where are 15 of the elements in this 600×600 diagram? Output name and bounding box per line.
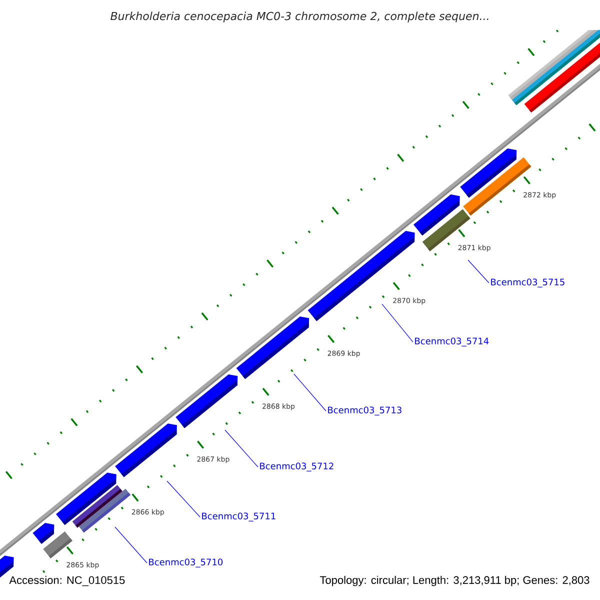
leader-line — [166, 480, 200, 518]
leader-line — [382, 304, 414, 342]
gene-label: Bcenmc03_5713 — [328, 406, 402, 416]
gene-label: Bcenmc03_5715 — [491, 278, 564, 288]
leader-line — [468, 260, 490, 284]
title: Burkholderia cenocepacia MC0-3 chromosome 2, complete sequen... — [110, 12, 488, 22]
gene-label: Bcenmc03_5714 — [415, 338, 489, 346]
leader-line — [294, 374, 326, 412]
gene-label: Bcenmc03_5712 — [260, 462, 334, 472]
leader-line — [224, 430, 258, 468]
gene-label: Bcenmc03_5711 — [202, 512, 276, 522]
footer-text: Topology: circular; Length: 3,213,911 bp; Genes: 2,803 — [320, 576, 590, 586]
gene-label: Bcenmc03_5710 — [149, 558, 223, 568]
footer-text: Accession: NC_010515 — [9, 576, 125, 586]
leader-line — [114, 526, 148, 564]
